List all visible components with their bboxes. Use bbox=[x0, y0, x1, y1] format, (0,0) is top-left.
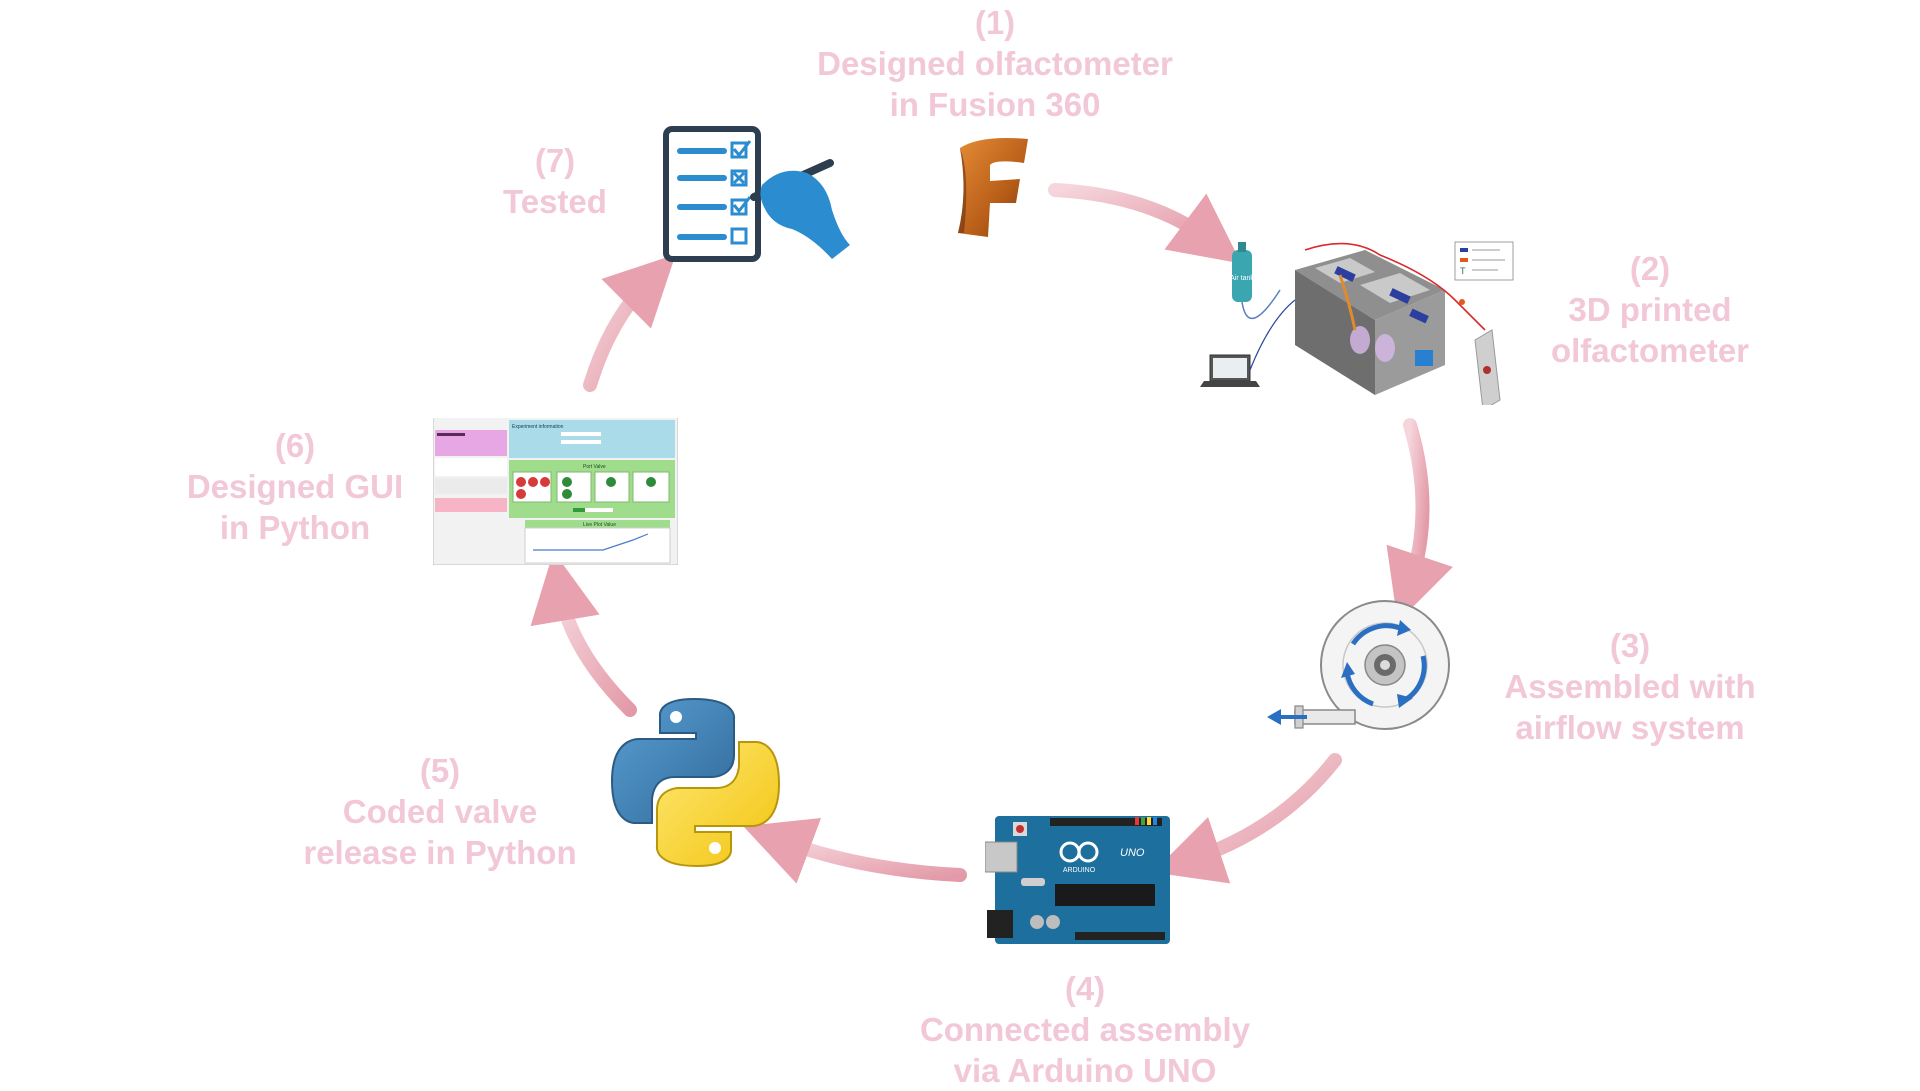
step-5-label: (5) Coded valve release in Python bbox=[285, 750, 595, 873]
step-text-line1: Connected assembly bbox=[919, 1011, 1251, 1048]
step-text-line1: Tested bbox=[503, 183, 607, 220]
step-3-label: (3) Assembled with airflow system bbox=[1480, 625, 1780, 748]
air-tank-label: Air tank bbox=[1230, 275, 1254, 282]
step-number: (5) bbox=[419, 752, 461, 789]
gui-live-plot-header: Live Plot Value bbox=[583, 522, 616, 528]
arduino-model-text: UNO bbox=[1120, 847, 1145, 859]
step-text-line2: via Arduino UNO bbox=[953, 1052, 1217, 1089]
step-text-line2: release in Python bbox=[303, 834, 577, 871]
checklist-icon bbox=[663, 126, 850, 262]
step-number: (3) bbox=[1609, 627, 1651, 664]
svg-text:T: T bbox=[1460, 266, 1466, 276]
step-text-line2: airflow system bbox=[1515, 709, 1745, 746]
arrow-5-to-6 bbox=[530, 551, 637, 717]
step-number: (1) bbox=[974, 4, 1016, 41]
arrow-1-to-2 bbox=[1048, 183, 1242, 264]
python-logo-icon bbox=[610, 697, 781, 868]
step-1-label: (1) Designed olfactometer in Fusion 360 bbox=[800, 2, 1190, 125]
olfactometer-render-icon: Air tank T bbox=[1200, 241, 1514, 405]
arrow-3-to-4 bbox=[1152, 753, 1342, 884]
arduino-brand-text: ARDUINO bbox=[1063, 867, 1096, 874]
step-6-label: (6) Designed GUI in Python bbox=[175, 425, 415, 548]
arrow-4-to-5 bbox=[743, 818, 967, 884]
step-number: (4) bbox=[1064, 970, 1106, 1007]
step-4-label: (4) Connected assembly via Arduino UNO bbox=[900, 968, 1270, 1091]
laptop-icon bbox=[1200, 354, 1260, 387]
gui-experiment-info: Experiment information bbox=[512, 424, 564, 430]
gui-screenshot-icon: Experiment information Port Valve Live P… bbox=[433, 410, 678, 565]
fusion360-logo-icon bbox=[958, 138, 1028, 237]
step-number: (2) bbox=[1629, 250, 1671, 287]
step-text-line2: in Fusion 360 bbox=[889, 86, 1101, 123]
arduino-uno-icon: ARDUINO UNO bbox=[985, 816, 1170, 944]
step-number: (6) bbox=[274, 427, 316, 464]
step-number: (7) bbox=[534, 142, 576, 179]
render-legend: T bbox=[1454, 241, 1514, 281]
step-text-line1: 3D printed bbox=[1568, 291, 1732, 328]
step-7-label: (7) Tested bbox=[480, 140, 630, 222]
step-2-label: (2) 3D printed olfactometer bbox=[1530, 248, 1770, 371]
air-tank-icon: Air tank bbox=[1230, 242, 1254, 302]
arrow-2-to-3 bbox=[1386, 418, 1453, 623]
step-text-line1: Designed GUI bbox=[186, 468, 404, 505]
step-text-line2: in Python bbox=[219, 509, 371, 546]
arrow-6-to-7 bbox=[583, 254, 676, 392]
step-text-line1: Assembled with bbox=[1504, 668, 1756, 705]
step-text-line2: olfactometer bbox=[1550, 332, 1750, 369]
step-text-line1: Coded valve bbox=[342, 793, 538, 830]
gui-valves-header: Port Valve bbox=[583, 464, 606, 470]
airflow-fan-icon bbox=[1267, 600, 1450, 730]
step-text-line1: Designed olfactometer bbox=[817, 45, 1173, 82]
